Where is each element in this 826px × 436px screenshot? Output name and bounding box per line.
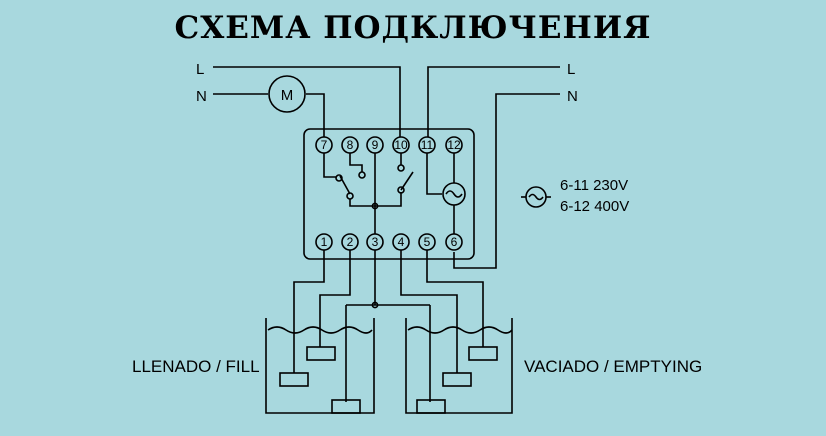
terminal-8: 8	[341, 136, 359, 154]
probe-electrode-icon	[416, 399, 446, 414]
relay-switch-icon	[323, 153, 414, 234]
terminals-bottom: 1 2 3 4 5 6	[315, 233, 463, 251]
voltage-note-230: 6-11 230V	[560, 177, 628, 194]
probe-wires	[293, 250, 484, 402]
terminal-10: 10	[392, 136, 410, 154]
svg-text:5: 5	[424, 235, 431, 249]
motor-label: M	[281, 87, 294, 104]
probe-wire-1	[293, 250, 325, 373]
probe-electrode-icon	[331, 399, 361, 414]
terminal-7: 7	[315, 136, 333, 154]
fill-tank	[265, 318, 375, 414]
terminal-1: 1	[315, 233, 333, 251]
voltage-legend: 6-11 230V 6-12 400V	[521, 177, 629, 215]
fill-tank-label: LLENADO / FILL	[132, 357, 260, 376]
motor-icon: M	[268, 75, 306, 113]
ac-supply-icon	[426, 153, 466, 234]
svg-text:11: 11	[421, 138, 434, 152]
level-controller-box	[303, 128, 475, 260]
left-line-wire	[213, 66, 401, 137]
voltage-note-400: 6-12 400V	[560, 198, 629, 215]
svg-text:6: 6	[451, 235, 458, 249]
probe-electrode-icon	[306, 346, 336, 361]
supply-left-neutral-label: N	[196, 88, 207, 105]
emptying-tank-label: VACIADO / EMPTYING	[524, 357, 702, 376]
svg-text:8: 8	[347, 138, 354, 152]
ac-legend-icon	[528, 193, 544, 201]
svg-text:1: 1	[321, 235, 328, 249]
terminal-5: 5	[418, 233, 436, 251]
terminal-12: 12	[445, 136, 463, 154]
svg-text:10: 10	[394, 138, 408, 152]
supply-right-neutral-label: N	[567, 88, 578, 105]
probe-electrode-icon	[279, 372, 309, 387]
supply-wires	[213, 66, 560, 269]
probe-electrode-icon	[442, 372, 472, 387]
right-neutral-wire	[453, 93, 560, 269]
probe-wire-4	[400, 250, 458, 373]
svg-text:9: 9	[372, 138, 379, 152]
svg-text:12: 12	[447, 138, 461, 152]
terminal-3: 3	[366, 233, 384, 251]
probe-wire-5	[426, 250, 484, 347]
terminal-2: 2	[341, 233, 359, 251]
supply-right-line-label: L	[567, 61, 575, 78]
terminal-11: 11	[418, 136, 436, 154]
supply-left-line-label: L	[196, 61, 204, 78]
svg-text:3: 3	[372, 235, 379, 249]
probe-wire-2	[319, 250, 351, 347]
emptying-tank	[405, 318, 513, 414]
motor-return-wire	[306, 93, 325, 137]
terminal-9: 9	[366, 136, 384, 154]
svg-text:7: 7	[321, 138, 328, 152]
svg-text:4: 4	[398, 235, 405, 249]
right-line-wire	[427, 66, 560, 137]
terminal-4: 4	[392, 233, 410, 251]
probe-electrode-icon	[468, 346, 498, 361]
terminals-top: 7 8 9 10 11 12	[315, 136, 463, 154]
diagram-title: СХЕМА ПОДКЛЮЧЕНИЯ	[175, 10, 652, 46]
svg-text:2: 2	[347, 235, 354, 249]
terminal-6: 6	[445, 233, 463, 251]
